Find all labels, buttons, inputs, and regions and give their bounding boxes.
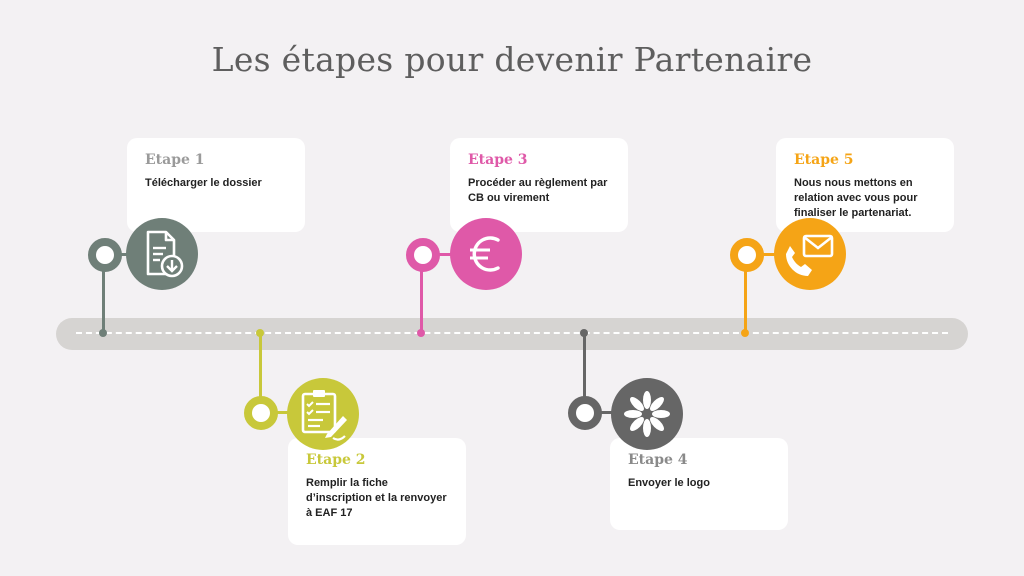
step-5-link (760, 253, 776, 256)
timeline-dashed-line (76, 332, 948, 334)
step-5-node (730, 238, 764, 272)
step-4-link (598, 411, 614, 414)
step-5-label: Etape 5 (794, 152, 854, 168)
step-5-text: Nous nous mettons en relation avec vous … (794, 177, 918, 219)
step-3-connector (420, 270, 423, 334)
step-4-label: Etape 4 (628, 452, 688, 468)
step-2-node (244, 396, 278, 430)
step-1-connector (102, 254, 105, 334)
step-2-track-dot (256, 329, 264, 337)
step-3-track-dot (417, 329, 425, 337)
step-3-label: Etape 3 (468, 152, 528, 168)
step-1-node (88, 238, 122, 272)
step-1-card: Etape 1 Télécharger le dossier (127, 138, 305, 232)
step-2-label: Etape 2 (306, 452, 366, 468)
step-5-connector (744, 270, 747, 334)
step-3-link (436, 253, 452, 256)
step-2-card: Etape 2 Remplir la fiche d’inscription e… (288, 438, 466, 545)
step-3-text: Procéder au règlement par CB ou virement (468, 177, 608, 204)
step-4-text: Envoyer le logo (628, 477, 710, 489)
euro-icon (450, 218, 522, 290)
step-1-label: Etape 1 (145, 152, 205, 168)
mail-phone-icon (774, 218, 846, 290)
step-4-node (568, 396, 602, 430)
step-2-text: Remplir la fiche d’inscription et la ren… (306, 477, 447, 519)
timeline-track (56, 318, 968, 350)
step-3-card: Etape 3 Procéder au règlement par CB ou … (450, 138, 628, 232)
step-4-card: Etape 4 Envoyer le logo (610, 438, 788, 530)
step-2-connector (259, 334, 262, 398)
page-title: Les étapes pour devenir Partenaire (211, 40, 813, 79)
clipboard-form-icon (287, 378, 359, 450)
step-4-track-dot (580, 329, 588, 337)
step-1-track-dot (99, 329, 107, 337)
flower-logo-icon (611, 378, 683, 450)
download-document-icon (126, 218, 198, 290)
step-4-connector (583, 334, 586, 398)
step-2-link (274, 411, 292, 414)
step-1-link (118, 253, 132, 256)
step-5-card: Etape 5 Nous nous mettons en relation av… (776, 138, 954, 232)
step-5-track-dot (741, 329, 749, 337)
step-3-node (406, 238, 440, 272)
step-1-text: Télécharger le dossier (145, 177, 262, 189)
